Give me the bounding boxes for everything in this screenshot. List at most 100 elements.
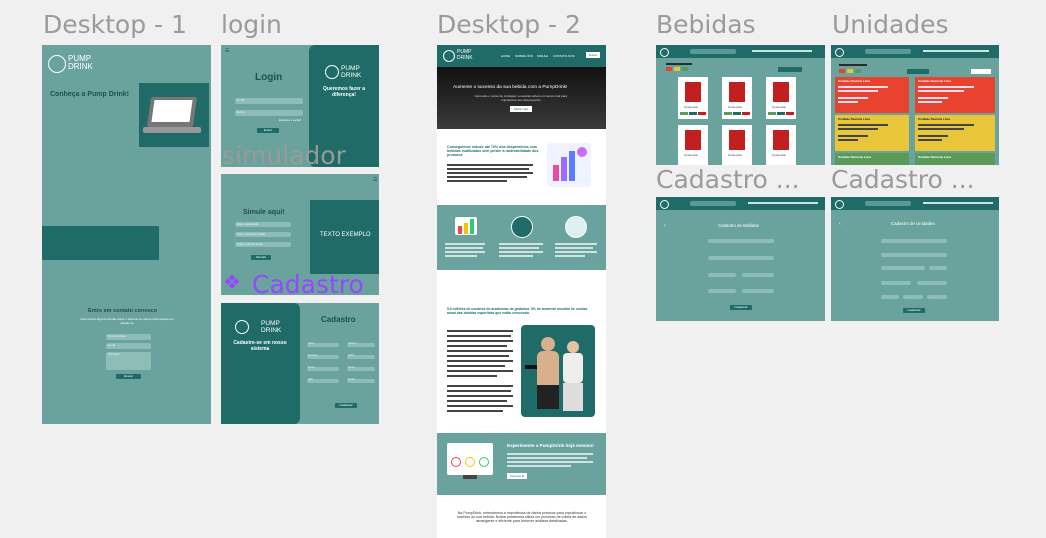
quantity-field[interactable]: Digite a quantidade — [235, 222, 291, 227]
search-input[interactable] — [690, 201, 736, 206]
form-field[interactable] — [742, 273, 774, 277]
product-card[interactable]: Coca-cola — [766, 77, 796, 119]
cadastrar-button[interactable]: Cadastrar — [730, 305, 752, 310]
hero-button[interactable]: Saiba mais — [510, 106, 532, 112]
login-button[interactable]: Entrar — [257, 128, 279, 133]
cadastro-field[interactable]: CNPJ — [347, 355, 375, 359]
frame-title-unidades[interactable]: Unidades — [832, 10, 949, 39]
filter-chip-red[interactable] — [839, 69, 845, 73]
sale-value-field[interactable]: Digite o valor de venda — [235, 242, 291, 247]
frame-bebidas: Coca-cola Coca-cola Coca-cola Coca-cola … — [656, 45, 825, 165]
filter-chip-yellow[interactable] — [847, 69, 853, 73]
unit-card-green[interactable]: Unidade Nacional Lima — [835, 153, 909, 165]
nav-login-button[interactable]: Entrar — [586, 52, 600, 58]
form-field[interactable] — [881, 281, 911, 285]
cadastrar-button[interactable]: Cadastrar — [903, 308, 925, 313]
form-field[interactable] — [708, 289, 736, 293]
frame-title-desktop2[interactable]: Desktop - 2 — [437, 10, 581, 39]
frame-desktop1: PUMP DRINK Conheça a Pump Drink! Entre e… — [42, 45, 211, 424]
cadastro-field[interactable]: CEP — [307, 379, 339, 383]
forgot-link[interactable]: Esqueceu a senha? — [279, 119, 302, 122]
frame-title-cadastro-unidades[interactable]: Cadastro ... — [831, 165, 975, 194]
cadastro-field[interactable]: Nome — [307, 343, 339, 347]
header-nav[interactable] — [752, 50, 812, 52]
unit-card-green[interactable]: Unidade Nacional Lima — [915, 153, 995, 165]
nav-contact[interactable]: CONTATO-NOS — [553, 54, 575, 58]
nav-about[interactable]: SOBRE NÓS — [515, 54, 533, 58]
add-drink-button[interactable] — [778, 67, 802, 72]
unit-card-yellow[interactable]: Unidade Paulista Lima — [915, 115, 995, 151]
form-field[interactable] — [708, 256, 774, 260]
form-field[interactable] — [881, 239, 947, 243]
cta-button[interactable]: Comece já — [507, 473, 527, 479]
product-card[interactable]: Coca-cola — [722, 125, 752, 165]
cadastrar-button[interactable]: Cadastrar — [335, 403, 357, 408]
product-card[interactable]: Coca-cola — [766, 125, 796, 165]
form-field[interactable] — [881, 295, 899, 299]
search-input[interactable] — [865, 49, 911, 54]
unit-card-red[interactable]: Unidade Paulista Lima — [835, 77, 909, 113]
back-arrow-icon[interactable]: ‹ — [839, 221, 841, 227]
simulate-button[interactable]: Simular — [251, 255, 271, 260]
frame-title-desktop1[interactable]: Desktop - 1 — [43, 10, 187, 39]
message-field[interactable]: Mensagem — [106, 352, 151, 370]
delete-button[interactable] — [698, 112, 706, 115]
frame-title-login[interactable]: login — [221, 10, 282, 39]
price-field[interactable]: Digite o preço do produto — [235, 232, 291, 237]
filter-chip-green[interactable] — [855, 69, 861, 73]
app-header — [656, 197, 825, 210]
menu-icon[interactable]: ☰ — [373, 177, 378, 183]
edit-button[interactable] — [689, 112, 697, 115]
cadastro-field[interactable]: Empresa — [307, 355, 339, 359]
cadastro-field[interactable]: Estado — [347, 379, 375, 383]
email-field[interactable]: E-mail — [106, 343, 151, 349]
form-field[interactable] — [881, 253, 947, 257]
form-field[interactable] — [881, 266, 925, 270]
product-card[interactable]: Coca-cola — [678, 77, 708, 119]
form-field[interactable] — [927, 295, 947, 299]
filter-chip-yellow[interactable] — [674, 67, 680, 71]
edit-button[interactable] — [733, 112, 741, 115]
view-button[interactable] — [680, 112, 688, 115]
simulator-heading: Simule aqui! — [243, 209, 285, 216]
form-field[interactable] — [708, 273, 736, 277]
form-field[interactable] — [742, 289, 774, 293]
delete-button[interactable] — [786, 112, 794, 115]
product-card[interactable]: Coca-cola — [678, 125, 708, 165]
nav-simulate[interactable]: SIMULE — [537, 54, 549, 58]
form-field[interactable] — [929, 266, 947, 270]
unit-card-yellow[interactable]: Unidade Paulista Lima — [835, 115, 909, 151]
form-field[interactable] — [903, 295, 923, 299]
frame-title-simulador[interactable]: simulador — [222, 141, 346, 170]
header-nav[interactable] — [748, 202, 818, 204]
view-button[interactable] — [768, 112, 776, 115]
email-field[interactable]: E-mail — [235, 98, 303, 104]
frame-title-bebidas[interactable]: Bebidas — [656, 10, 756, 39]
product-card[interactable]: Coca-cola — [722, 77, 752, 119]
nav-home[interactable]: HOME — [501, 54, 510, 58]
name-field[interactable]: Nome Completo — [106, 334, 151, 340]
form-field[interactable] — [708, 239, 774, 243]
view-button[interactable] — [724, 112, 732, 115]
filter-chip-red[interactable] — [666, 67, 672, 71]
back-arrow-icon[interactable]: ‹ — [664, 223, 666, 229]
form-field[interactable] — [917, 281, 947, 285]
cadastro-field[interactable]: Senha — [347, 367, 375, 371]
edit-button[interactable] — [777, 112, 785, 115]
header-nav[interactable] — [923, 50, 989, 52]
filter-chip-green[interactable] — [682, 67, 688, 71]
header-nav[interactable] — [923, 202, 993, 204]
search-input[interactable] — [865, 201, 911, 206]
password-field[interactable]: Senha — [235, 110, 303, 116]
search-input[interactable] — [690, 49, 736, 54]
unit-card-red[interactable]: Unidade Nacional Lima — [915, 77, 995, 113]
delete-button[interactable] — [742, 112, 750, 115]
add-unit-button[interactable] — [907, 69, 929, 74]
cadastro-field[interactable]: Telefone — [347, 343, 375, 347]
menu-icon[interactable]: ☰ — [225, 48, 230, 54]
cadastro-field[interactable]: E-mail — [307, 367, 339, 371]
filter-select[interactable] — [971, 69, 991, 74]
send-button[interactable]: Enviar — [116, 374, 141, 379]
frame-title-cadastro-bebidas[interactable]: Cadastro ... — [656, 165, 800, 194]
frame-title-cadastro[interactable]: Cadastro — [252, 270, 364, 299]
